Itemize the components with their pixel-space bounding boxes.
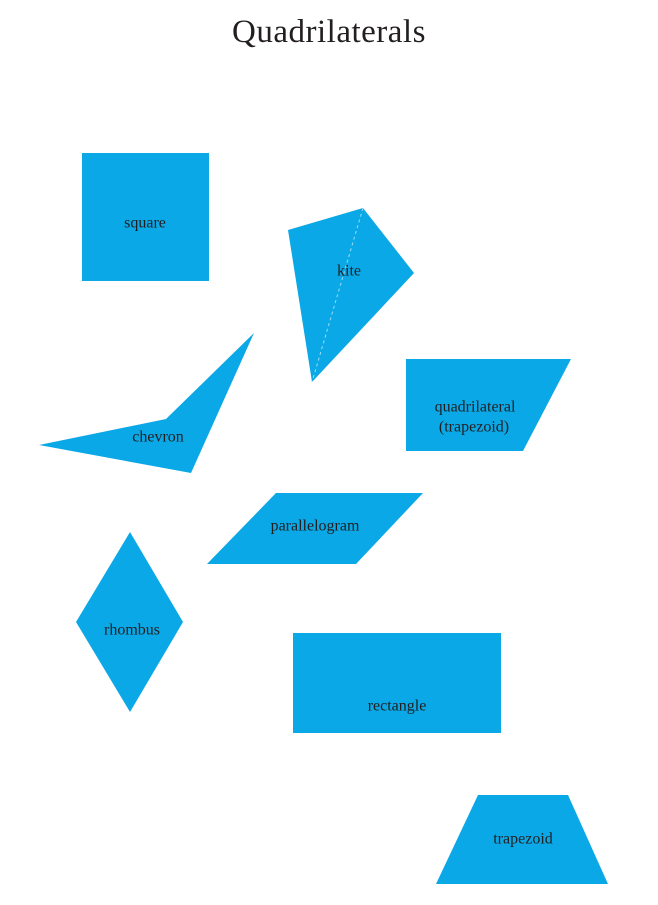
page-title: Quadrilaterals (232, 14, 426, 50)
kite-axis-line (311, 207, 364, 383)
trapezoid-group: trapezoid (436, 795, 608, 884)
quadrilateral-trapezoid-shape (406, 359, 571, 451)
quadrilateral-trapezoid-label-line1: quadrilateral (435, 399, 516, 416)
quadrilateral-trapezoid-label-line2: (trapezoid) (439, 419, 509, 436)
rhombus-label: rhombus (104, 622, 160, 639)
parallelogram-label: parallelogram (271, 518, 360, 535)
trapezoid-label: trapezoid (493, 831, 553, 848)
square-shape (82, 153, 209, 281)
square-group: square (82, 153, 209, 281)
kite-group: kite (288, 207, 414, 383)
chevron-shape (39, 333, 254, 473)
square-label: square (124, 215, 166, 232)
quadrilateral-trapezoid-group: quadrilateral (trapezoid) (406, 359, 571, 451)
rectangle-shape (293, 633, 501, 733)
trapezoid-shape (436, 795, 608, 884)
rhombus-group: rhombus (76, 532, 183, 712)
rectangle-group: rectangle (293, 633, 501, 733)
rectangle-label: rectangle (368, 698, 427, 715)
chevron-label: chevron (132, 429, 184, 446)
parallelogram-group: parallelogram (207, 493, 423, 564)
parallelogram-shape (207, 493, 423, 564)
kite-label: kite (337, 263, 361, 280)
chevron-group: chevron (39, 333, 254, 473)
rhombus-shape (76, 532, 183, 712)
kite-shape (288, 208, 414, 382)
